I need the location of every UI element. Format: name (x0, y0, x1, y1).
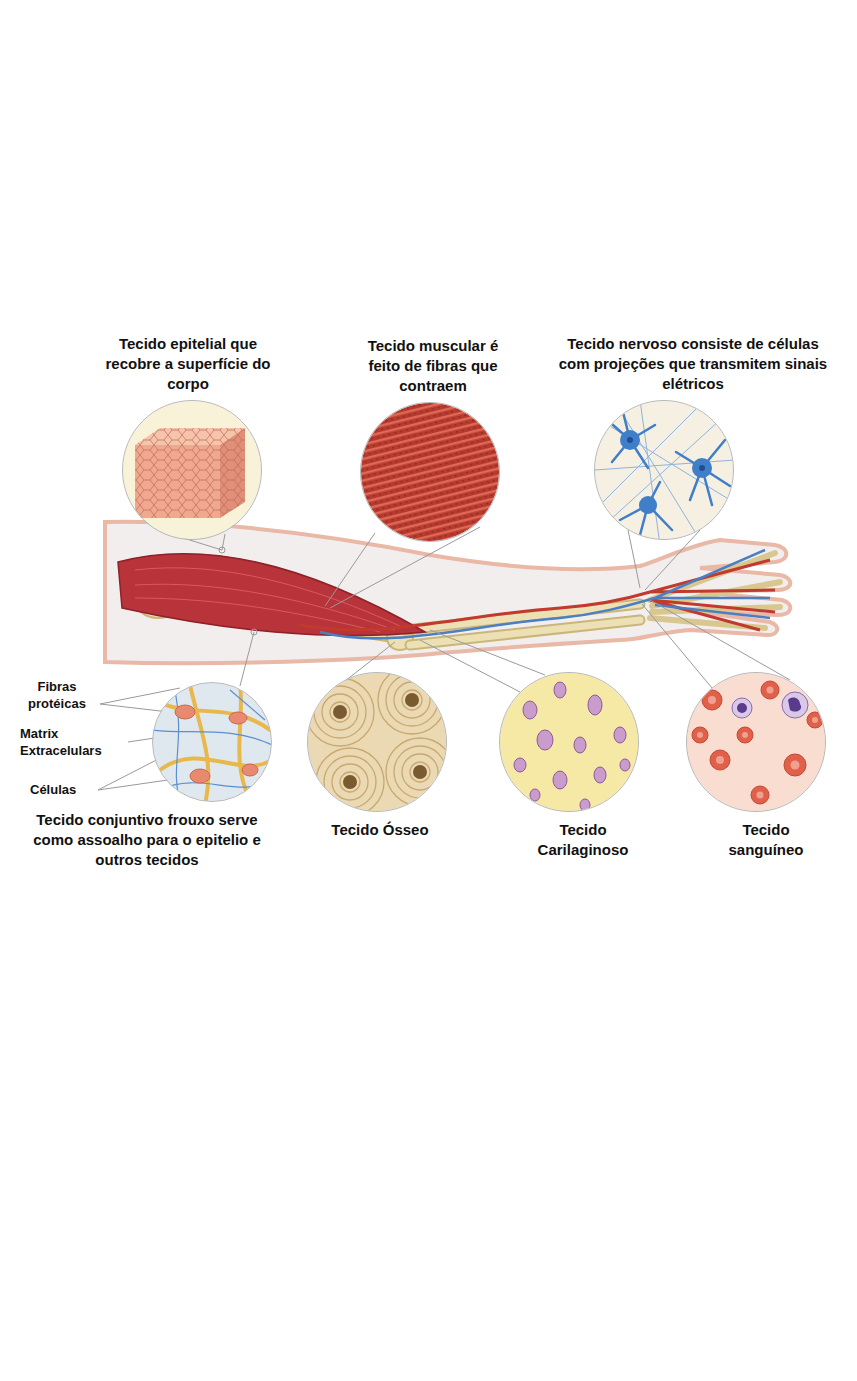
tissue-heading: Tecido Ósseo (310, 820, 450, 840)
tissue-circle (122, 400, 262, 540)
callout-label: Matrix Extracelulars (20, 725, 128, 759)
tissue-circle (307, 672, 447, 812)
tissue-heading: Tecido nervoso consiste de células com p… (551, 334, 836, 394)
callout-label: Fibras protéicas (14, 678, 100, 712)
tissue-node: Tecido muscular é feito de fibras que co… (347, 336, 513, 542)
callout-label: Células (30, 781, 96, 798)
tissue-heading: Tecido conjuntivo frouxo serve como asso… (31, 810, 263, 870)
tissue-node: Tecido epitelial que recobre a superfíci… (99, 334, 285, 540)
tissue-node: Tecido Carilaginoso (495, 672, 643, 860)
tissue-node: Tecido Ósseo (304, 672, 450, 840)
tissue-circle (686, 672, 826, 812)
tissue-circle (499, 672, 639, 812)
tissue-circle (360, 402, 500, 542)
tissue-heading: Tecido epitelial que recobre a superfíci… (99, 334, 277, 394)
tissue-node: Tecido nervoso consiste de células com p… (493, 334, 836, 540)
tissue-circle (594, 400, 734, 540)
tissue-heading: Tecido muscular é feito de fibras que co… (353, 336, 513, 396)
tissue-circle (152, 682, 272, 802)
tissue-heading: Tecido Carilaginoso (523, 820, 643, 860)
tissue-node: Tecido sanguíneo (686, 672, 826, 860)
tissue-heading: Tecido sanguíneo (716, 820, 816, 860)
